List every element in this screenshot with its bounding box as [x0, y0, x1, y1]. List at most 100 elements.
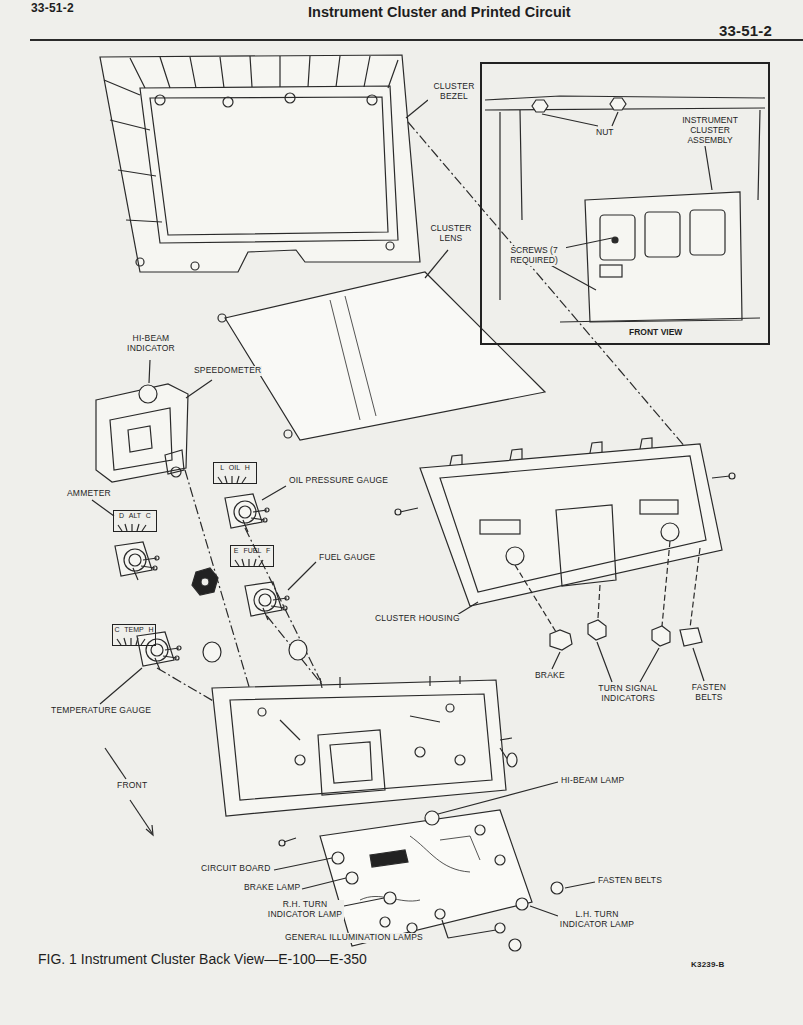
part-label: BRAKE LAMP [243, 883, 301, 893]
speedometer [139, 385, 157, 403]
header-rule [30, 39, 803, 40]
front-view-art [600, 215, 635, 260]
cluster-housing [440, 456, 706, 592]
front-view-art [610, 98, 626, 110]
cluster-bezel [386, 242, 394, 250]
part-label: FASTEN BELTS [597, 876, 663, 886]
sockets [203, 640, 307, 662]
front-view-art [560, 318, 760, 322]
cluster-bezel [136, 258, 144, 266]
circuit-board [509, 939, 521, 951]
speedometer [96, 360, 250, 690]
speedometer [171, 467, 181, 477]
indicator-lenses [652, 626, 670, 646]
part-label: CLUSTER BEZEL [428, 82, 480, 102]
front-view-art [645, 212, 680, 257]
gauge-scale-text: E FUEL F [231, 547, 273, 555]
cluster-back [446, 704, 454, 712]
cluster-bezel [140, 86, 398, 243]
front-view-art [600, 265, 622, 277]
cluster-bezel [367, 95, 377, 105]
cluster-housing [480, 520, 520, 534]
cluster-housing [420, 444, 722, 606]
cluster-housing [556, 505, 616, 586]
page-title: Instrument Cluster and Printed Circuit [308, 4, 571, 20]
part-label: R.H. TURN INDICATOR LAMP [266, 900, 344, 920]
gauge-scale-text: C TEMP H [113, 626, 155, 634]
leader-line [406, 100, 428, 118]
gauges [115, 542, 159, 580]
indicator-lenses [588, 620, 606, 640]
assembly-line [408, 122, 698, 462]
gauges [235, 559, 263, 566]
cluster-housing [395, 509, 401, 515]
speedometer [96, 384, 188, 482]
cluster-back [330, 742, 372, 783]
cluster-bezel [100, 55, 420, 272]
circuit-board [360, 836, 480, 901]
part-label: INSTRUMENT CLUSTER ASSEMBLY [674, 116, 746, 145]
circuit-board [370, 850, 408, 867]
header-rule [30, 39, 803, 41]
speedometer [110, 408, 172, 470]
cluster-housing [661, 523, 679, 541]
gauge-face: C TEMP H [112, 624, 156, 646]
circuit-board [380, 917, 390, 927]
front-arrow [105, 748, 126, 779]
circuit-board [495, 855, 505, 865]
indicator-lenses [550, 620, 704, 682]
circuit-board [435, 909, 445, 919]
indicator-lenses [550, 630, 572, 650]
front-view-art [705, 146, 712, 190]
part-label: CIRCUIT BOARD [200, 864, 272, 874]
front-view-art [485, 96, 765, 100]
cluster-housing [729, 473, 735, 479]
circuit-board [475, 825, 485, 835]
leader-line [406, 100, 428, 118]
cluster-bezel [104, 80, 162, 222]
part-label: BRAKE [534, 671, 566, 681]
part-label: FRONT VIEW [628, 328, 683, 338]
front-view-art [485, 96, 765, 322]
circuit-board [407, 923, 417, 933]
gauges [117, 638, 145, 645]
cluster-housing [395, 438, 735, 632]
front-view-art [532, 100, 548, 112]
cluster-bezel [285, 93, 295, 103]
part-label: TURN SIGNAL INDICATORS [596, 684, 660, 704]
front-arrow [105, 748, 153, 835]
gauge-face: L OIL H [213, 462, 257, 484]
cluster-back [279, 840, 285, 846]
cluster-back [280, 716, 440, 740]
cluster-bezel [150, 97, 388, 235]
part-label: FUEL GAUGE [318, 553, 376, 563]
drawing-line [30, 40, 803, 951]
cluster-bezel [100, 55, 420, 272]
front-view-art [485, 108, 765, 110]
cluster-housing [506, 547, 524, 565]
cluster-back [415, 747, 425, 757]
circuit-board [320, 810, 532, 946]
cluster-lens [218, 250, 545, 440]
circuit-board [274, 782, 595, 951]
knob [201, 578, 209, 586]
indicator-lenses [552, 642, 704, 682]
circuit-board [516, 898, 528, 910]
cluster-back [258, 708, 266, 716]
page-number: 33-51-2 [718, 22, 773, 39]
figure-caption: FIG. 1 Instrument Cluster Back View—E-10… [38, 951, 367, 967]
direction-label: FRONT [116, 781, 148, 791]
cluster-back [507, 753, 517, 767]
inset-panel: NUTINSTRUMENT CLUSTER ASSEMBLYSCREWS (7 … [480, 62, 770, 345]
cluster-housing [640, 500, 678, 514]
part-label: TEMPERATURE GAUGE [50, 706, 152, 716]
cluster-bezel [191, 262, 199, 270]
part-label: NUT [595, 128, 614, 138]
front-arrow [146, 825, 153, 835]
assembly-line [408, 122, 698, 462]
sockets [203, 642, 221, 662]
figure-code: K3239-B [690, 960, 725, 969]
front-view-art [612, 237, 618, 243]
cluster-lens [218, 314, 226, 322]
part-label: FASTEN BELTS [688, 683, 730, 703]
